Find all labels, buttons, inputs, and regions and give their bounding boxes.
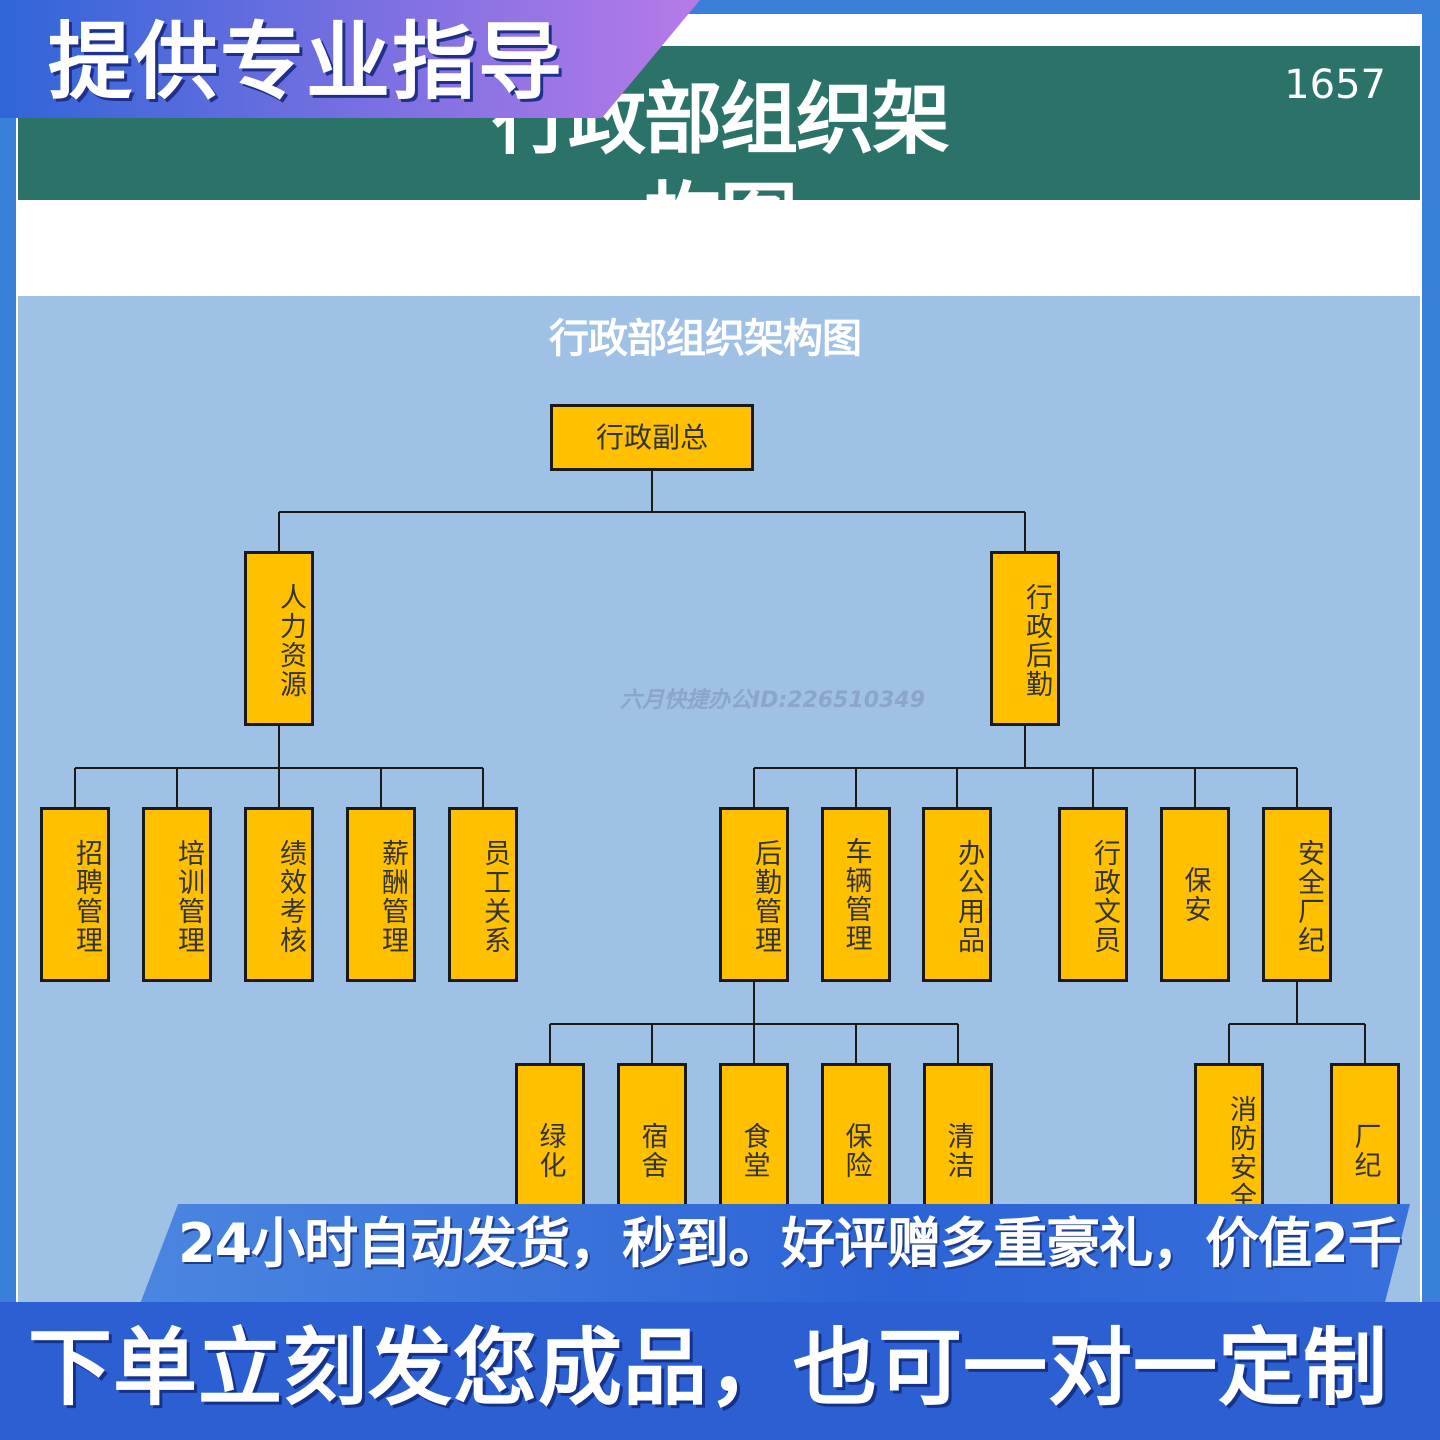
node-admin-child: 保安 [1160,807,1230,982]
node-admin-child: 后勤管理 [719,807,789,982]
node-admin: 行政后勤 [990,551,1060,726]
node-hr: 人力资源 [244,551,314,726]
node-hr-child: 培训管理 [142,807,212,982]
promo-ribbon [0,0,700,118]
node-admin-child: 车辆管理 [821,807,891,982]
node-hr-child: 绩效考核 [244,807,314,982]
node-hr-child: 员工关系 [448,807,518,982]
promo-banner-top-text: 24小时自动发货，秒到。好评赠多重豪礼，价值2千 [178,1212,1402,1275]
node-admin-child: 行政文员 [1058,807,1128,982]
watermark: 六月快捷办公ID:226510349 [620,688,926,713]
promo-banner-bottom [0,1302,1440,1440]
node-hr-child: 薪酬管理 [346,807,416,982]
page-number: 1657 [1284,62,1386,108]
diagram-title: 行政部组织架构图 [549,316,862,362]
promo-ribbon-text: 提供专业指导 [48,13,565,111]
node-admin-child: 安全厂纪 [1262,807,1332,982]
promo-banner-top [140,1204,1410,1304]
promo-banner-bottom-text: 下单立刻发您成品，也可一对一定制 [28,1319,1389,1417]
node-admin-child: 办公用品 [922,807,992,982]
header-title: 行政部组织架构图 [491,75,950,265]
node-root: 行政副总 [550,404,754,471]
node-hr-child: 招聘管理 [40,807,110,982]
